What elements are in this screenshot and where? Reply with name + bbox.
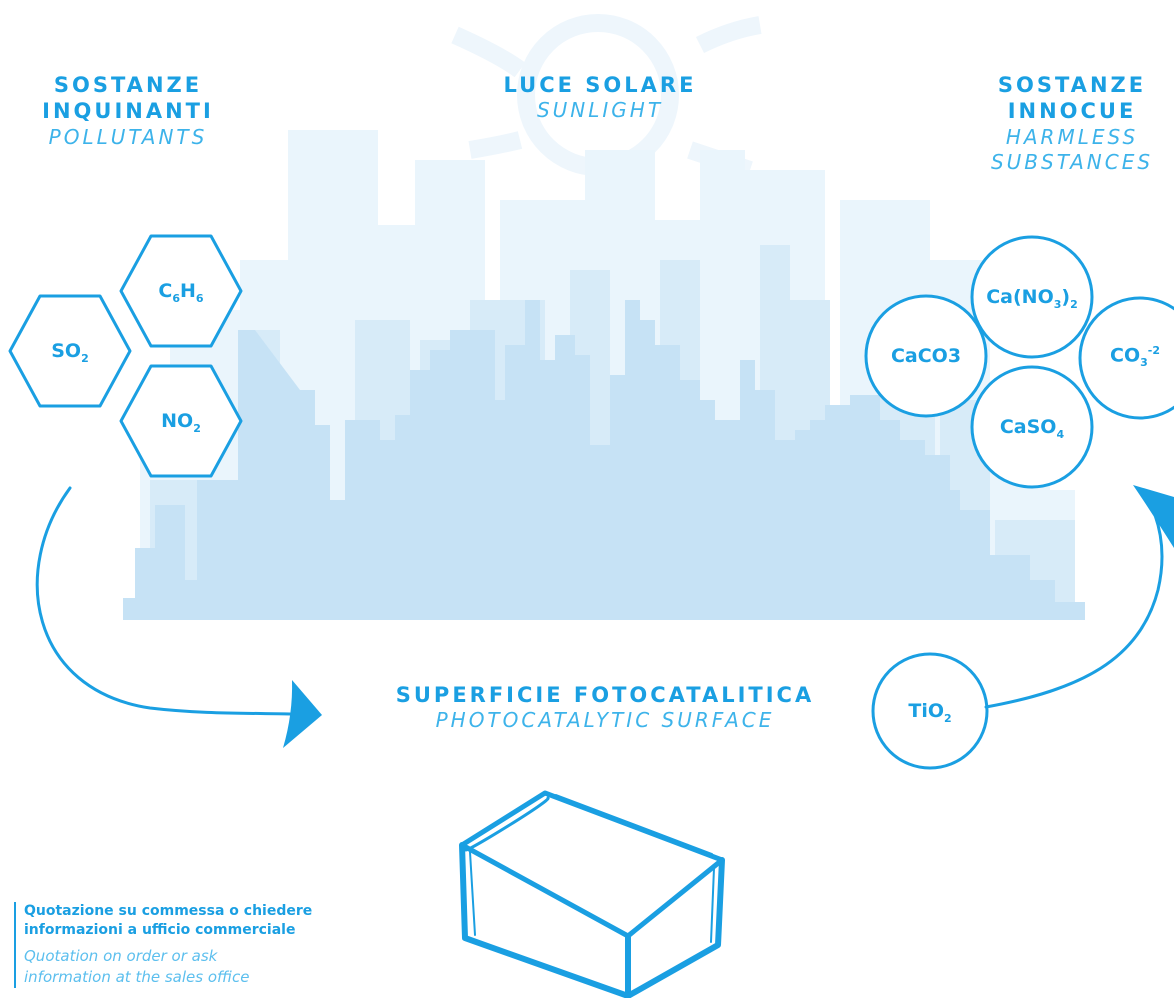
pollutants-heading: SOSTANZE INQUINANTI POLLUTANTS [28,72,228,150]
calcium-carbonate-circle [864,294,988,418]
carbonate-ion-circle [1078,296,1174,420]
sulfur-dioxide-formula: SO2 [51,340,89,365]
surface-heading-en: PHOTOCATALYTIC SURFACE [435,708,775,733]
harmless-heading-it-line2: INNOCUE [1007,99,1137,124]
calcium-nitrate-circle [970,235,1094,359]
sunlight-heading-en: SUNLIGHT [536,98,664,123]
quotation-note-it-line1: Quotazione su commessa o chiedere [24,903,313,919]
photocatalytic-block-icon [459,790,725,998]
quotation-note-en-line1: Quotation on order or ask [24,946,218,965]
left-arrow-icon [35,486,322,748]
calcium-sulfate-formula: CaSO4 [999,416,1065,441]
pollutants-heading-en: POLLUTANTS [48,124,208,149]
sunlight-heading: LUCE SOLARE SUNLIGHT [490,72,710,123]
catalyst-formula: TiO2 [908,700,952,725]
quotation-note: Quotazione su commessa o chiedere inform… [14,902,354,988]
harmless-heading-en-line1: HARMLESS [1005,124,1139,149]
surface-heading-it: SUPERFICIE FOTOCATALITICA [395,683,815,707]
calcium-carbonate-formula: CaCO3 [890,345,962,367]
benzene-hexagon [119,234,243,348]
sunlight-heading-it: LUCE SOLARE [503,73,697,97]
calcium-nitrate-formula: Ca(NO3)2 [986,286,1078,311]
product-circles [864,235,1174,770]
pollutants-heading-it-line1: SOSTANZE [53,73,203,97]
calcium-sulfate-circle [970,365,1094,489]
catalyst-circle [871,652,989,770]
quotation-note-en-line2: information at the sales office [24,967,250,986]
right-arrow-icon [984,485,1174,709]
pollutants-heading-it-line2: INQUINANTI [42,99,214,124]
benzene-formula: C6H6 [158,280,204,305]
harmless-heading-it-line1: SOSTANZE [997,73,1147,97]
harmless-heading-en-line2: SUBSTANCES [990,149,1154,174]
quotation-note-en: Quotation on order or ask information at… [24,946,354,988]
surface-heading: SUPERFICIE FOTOCATALITICA PHOTOCATALYTIC… [380,682,830,733]
nitrogen-dioxide-formula: NO2 [161,410,201,435]
carbonate-ion-formula: CO3-2 [1110,344,1160,370]
skyline-front [123,300,1085,620]
pollutant-hexagons [8,234,243,478]
quotation-note-it-line2: informazioni a ufficio commerciale [24,921,296,938]
nitrogen-dioxide-hexagon [119,364,243,478]
sulfur-dioxide-hexagon [8,294,132,408]
harmless-heading: SOSTANZE INNOCUE HARMLESS SUBSTANCES [974,72,1170,175]
